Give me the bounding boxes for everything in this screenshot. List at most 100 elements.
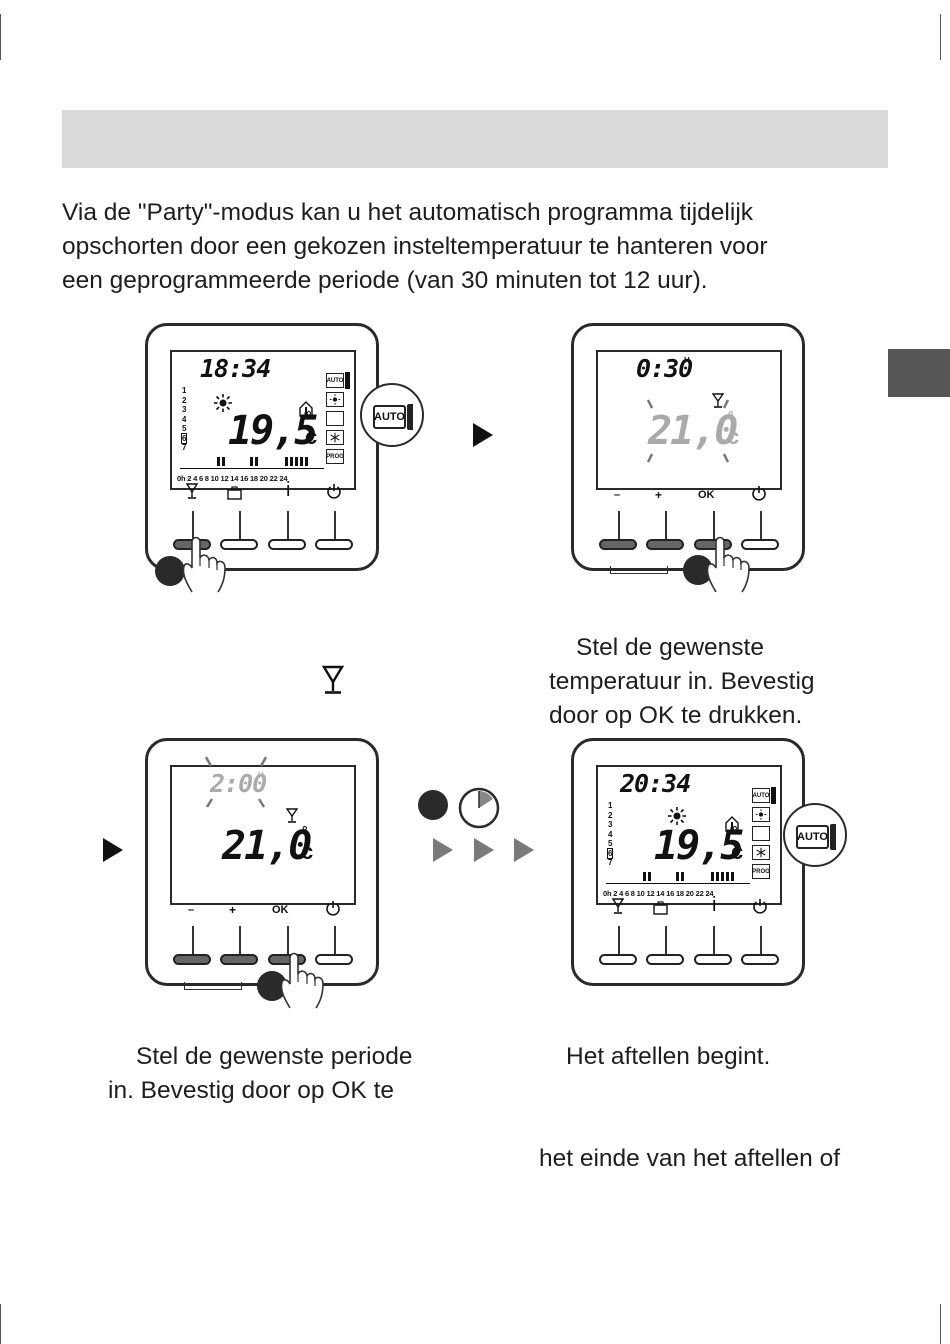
- next-step-arrow: [103, 838, 123, 862]
- day-number: 2: [608, 810, 613, 820]
- program-bar: [255, 457, 258, 466]
- lcd-temperature: 21,0: [222, 823, 312, 869]
- day-list: 1 2 3 4 5 6 7: [606, 801, 614, 868]
- caption-set-period-line: Stel de gewenste periode: [136, 1043, 413, 1070]
- holiday-button[interactable]: [220, 539, 258, 550]
- celsius-unit: c: [727, 424, 740, 449]
- button-stem: [192, 926, 194, 954]
- power-button[interactable]: [741, 539, 779, 550]
- button-stem: [618, 926, 620, 954]
- day-number-selected: 6: [180, 432, 188, 444]
- program-bar: [726, 872, 729, 881]
- program-bar: [217, 457, 220, 466]
- caption-set-temperature-line: Stel de gewenste: [576, 634, 764, 661]
- party-button[interactable]: [599, 954, 637, 965]
- power-button[interactable]: [741, 954, 779, 965]
- auto-zoom-callout: AUTO: [783, 803, 847, 867]
- party-glass-icon: [286, 808, 298, 823]
- power-icon: [753, 899, 767, 914]
- button-stem: [665, 511, 667, 539]
- caption-set-temperature-line: door op OK te drukken.: [549, 702, 803, 729]
- intro-line: opschorten door een gekozen insteltemper…: [62, 233, 768, 260]
- caption-countdown: Het aftellen begint.: [566, 1043, 771, 1070]
- lcd-duration: 0:30: [636, 354, 693, 383]
- hours-unit: H: [684, 356, 690, 365]
- degree-sign: °: [728, 408, 734, 424]
- sun-icon: [326, 392, 344, 407]
- minus-label: –: [614, 489, 621, 501]
- celsius-unit: c: [731, 839, 744, 864]
- blink-marks: [204, 756, 268, 808]
- clock-timer-icon: [458, 787, 500, 829]
- thermostat-illustration-1: 18:34 1 2 3 4 5 6 7 19,5 ° c 0h 2: [145, 323, 379, 571]
- button-stem: [713, 926, 715, 954]
- ok-label: OK: [698, 489, 715, 501]
- day-number: 5: [608, 839, 613, 848]
- info-button[interactable]: [268, 539, 306, 550]
- minus-button[interactable]: [599, 539, 637, 550]
- suitcase-icon: [227, 486, 242, 500]
- program-bar: [716, 872, 719, 881]
- timeline-labels: 0h 2 4 6 8 10 12 14 16 18 20 22 24: [603, 889, 714, 898]
- program-bar: [250, 457, 253, 466]
- lcd-screen: 2:00 H 21,0 ° c: [170, 756, 356, 905]
- minus-label: –: [188, 904, 195, 916]
- program-bar: [676, 872, 679, 881]
- step-marker: [418, 790, 448, 820]
- button-stem: [665, 926, 667, 954]
- day-number: 5: [182, 424, 187, 433]
- mode-prog: PROG: [752, 864, 770, 879]
- auto-zoom-label: AUTO: [796, 825, 829, 849]
- day-number: 4: [608, 829, 613, 839]
- mode-prog: PROG: [326, 449, 344, 464]
- progress-arrow: [474, 838, 494, 862]
- crop-mark: [0, 14, 1, 60]
- program-bar: [731, 872, 734, 881]
- thermostat-illustration-2: 0:30 H 21,0 ° c – + OK: [571, 323, 805, 571]
- lcd-temperature-blinking: 21,0: [648, 408, 738, 454]
- side-chapter-tab: [888, 349, 950, 397]
- lcd-screen: 18:34 1 2 3 4 5 6 7 19,5 ° c 0h 2: [170, 350, 356, 490]
- lcd-time: 18:34: [200, 354, 271, 383]
- ok-button[interactable]: [268, 954, 306, 965]
- program-bar: [648, 872, 651, 881]
- plus-label: +: [229, 903, 237, 917]
- ok-button[interactable]: [694, 539, 732, 550]
- timeline-labels: 0h 2 4 6 8 10 12 14 16 18 20 22 24: [177, 474, 288, 483]
- program-bar: [222, 457, 225, 466]
- pressing-hand-icon: [280, 952, 324, 1009]
- mode-auto: AUTO: [326, 373, 344, 388]
- auto-zoom-callout: AUTO: [360, 383, 424, 447]
- caption-set-temperature-line: temperatuur in. Bevestig: [549, 668, 815, 695]
- plus-label: +: [655, 488, 663, 502]
- button-stem: [287, 511, 289, 539]
- lcd-screen: 20:34 1 2 3 4 5 6 7 19,5 ° c 0h 2: [596, 765, 782, 905]
- degree-sign: °: [302, 823, 308, 839]
- pressing-hand-icon: [182, 536, 226, 593]
- info-icon: i: [286, 479, 291, 501]
- day-number: 2: [182, 395, 187, 405]
- day-number: 1: [608, 801, 613, 810]
- info-button[interactable]: [694, 954, 732, 965]
- day-number: 7: [182, 443, 187, 452]
- caption-end-countdown: het einde van het aftellen of: [539, 1145, 841, 1172]
- ok-label: OK: [272, 904, 289, 916]
- timeline-axis: [606, 883, 750, 889]
- crop-mark: [940, 14, 941, 60]
- power-button[interactable]: [315, 954, 353, 965]
- suitcase-icon: [653, 901, 668, 915]
- button-stem: [760, 926, 762, 954]
- program-bar: [305, 457, 308, 466]
- plus-button[interactable]: [646, 539, 684, 550]
- day-number: 3: [608, 820, 613, 829]
- crop-mark: [0, 1304, 1, 1344]
- button-stem: [713, 511, 715, 539]
- day-number: 3: [182, 405, 187, 414]
- button-stem: [618, 511, 620, 539]
- power-button[interactable]: [315, 539, 353, 550]
- minus-button[interactable]: [173, 954, 211, 965]
- party-glass-icon: [322, 665, 344, 694]
- plus-button[interactable]: [220, 954, 258, 965]
- holiday-button[interactable]: [646, 954, 684, 965]
- intro-line: Via de "Party"-modus kan u het automatis…: [62, 199, 754, 226]
